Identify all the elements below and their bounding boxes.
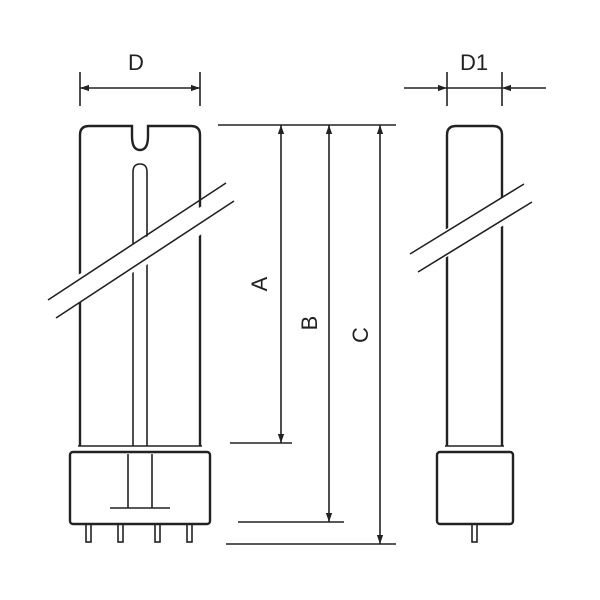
pin-1: [85, 523, 92, 543]
side-break-line-upper: [409, 183, 525, 255]
side-tube-outline: [445, 124, 504, 446]
pin-2: [117, 523, 124, 543]
tube-outline: [78, 124, 202, 446]
label-a: A: [247, 276, 272, 291]
side-pin: [471, 523, 478, 543]
lamp-front-view: [40, 124, 240, 543]
dimension-d1: D1: [404, 50, 546, 106]
lamp-base: [68, 450, 212, 526]
vertical-dimensions: A B C: [218, 124, 396, 545]
label-c: C: [348, 327, 373, 343]
side-break-mask: [405, 180, 535, 280]
label-d: D: [128, 50, 144, 75]
side-lamp-base: [435, 450, 515, 526]
label-b: B: [297, 316, 322, 331]
break-line-lower: [55, 200, 235, 319]
lamp-side-view: [405, 124, 535, 543]
tube-u-bend: [132, 163, 148, 446]
break-mask: [40, 185, 240, 324]
break-line-upper: [47, 182, 227, 301]
pin-4: [186, 523, 193, 543]
side-break-line-lower: [417, 201, 533, 273]
label-d1: D1: [460, 50, 488, 75]
pin-3: [154, 523, 161, 543]
dimension-d: D: [79, 50, 201, 106]
